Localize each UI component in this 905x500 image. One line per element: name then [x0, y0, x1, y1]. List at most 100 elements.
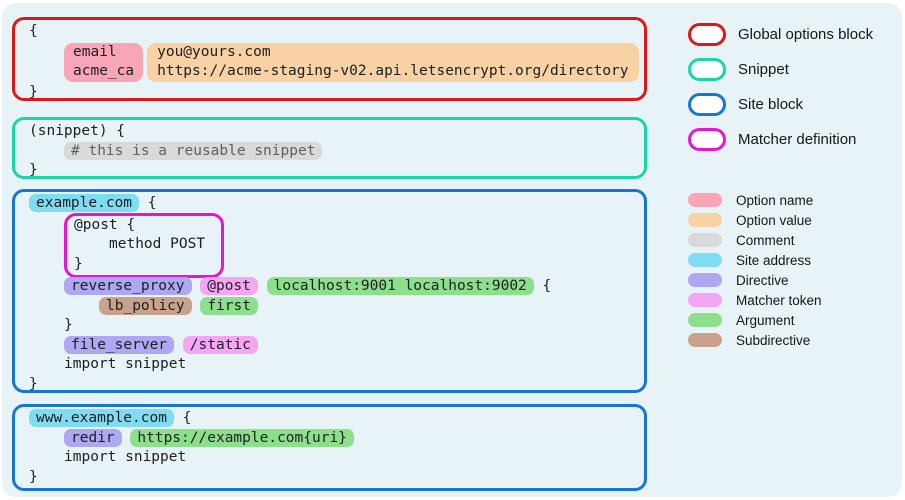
legend-item-comment: Comment [688, 230, 900, 250]
code-line: } [29, 375, 644, 392]
legend-item-subdirective: Subdirective [688, 330, 900, 350]
comment-token: # this is a reusable snippet [64, 141, 323, 160]
code-text: } [64, 317, 73, 333]
option-name: email [73, 43, 117, 60]
arg-token: localhost:9001 localhost:9002 [266, 277, 534, 295]
legend-label: Global options block [738, 26, 874, 43]
matcher-definition-swatch-icon [688, 128, 726, 151]
matchertok-token: /static [182, 335, 258, 354]
code-text: } [74, 255, 83, 272]
site-block-example: example.com {@post {method POST}reverse_… [12, 189, 647, 393]
directive-token: reverse_proxy [64, 277, 192, 295]
legend-label: Option name [736, 192, 814, 208]
code-line: } [29, 161, 644, 178]
code-line: example.com { [29, 194, 644, 214]
global-options-block: {email acme_ca you@yours.com https://acme-s… [12, 17, 647, 101]
comment-swatch-icon [688, 233, 722, 247]
code-text: } [29, 83, 38, 100]
legend-item-site-block: Site block [688, 87, 900, 122]
legend-label: Directive [736, 272, 789, 288]
code-text [192, 278, 201, 294]
code-line: } [74, 255, 205, 275]
code-text [174, 337, 183, 353]
legend-label: Argument [736, 312, 795, 328]
code-text: import snippet [64, 356, 187, 372]
legend-label: Site address [736, 252, 812, 268]
code-line: } [29, 468, 644, 488]
option-name-swatch-icon [688, 193, 722, 207]
legend-label: Site block [738, 96, 804, 113]
code-line: } [29, 83, 644, 100]
legend-item-snippet: Snippet [688, 52, 900, 87]
arg-token: first [200, 296, 258, 315]
directive-token: file_server [64, 335, 175, 354]
subdir-token: lb_policy [99, 296, 192, 315]
legend-item-global-options-block: Global options block [688, 17, 900, 52]
matcher-line: @post { method POST} [29, 212, 644, 278]
code-text: import snippet [64, 449, 187, 465]
legend-item-argument: Argument [688, 310, 900, 330]
code-line: (snippet) { [29, 122, 644, 142]
code-line: redir https://example.com{uri} [64, 428, 644, 449]
legend-item-site-address: Site address [688, 250, 900, 270]
code-text: { [533, 278, 552, 294]
code-line: import snippet [64, 355, 644, 375]
option-value-pill: you@yours.com https://acme-staging-v02.ap… [147, 42, 639, 82]
matcher-definition-box: @post { method POST} [64, 212, 225, 278]
option-value: https://acme-staging-v02.api.letsencrypt… [157, 63, 629, 79]
legend-label: Matcher definition [738, 131, 857, 148]
legend-label: Snippet [738, 61, 789, 78]
code-line: import snippet [64, 448, 644, 468]
site-block-swatch-icon [688, 93, 726, 116]
code-line: # this is a reusable snippet [64, 141, 644, 162]
subdirective-swatch-icon [688, 333, 722, 347]
code-text: } [29, 468, 38, 485]
site-token: www.example.com [29, 409, 174, 427]
code-text: { [173, 410, 192, 426]
option-value: you@yours.com [157, 43, 271, 60]
legend-item-option-value: Option value [688, 210, 900, 230]
code-text: } [29, 375, 38, 392]
code-text [192, 298, 201, 314]
code-line: reverse_proxy @post localhost:9001 local… [64, 277, 644, 297]
option-name-pill: email acme_ca [64, 42, 144, 82]
code-line: lb_policy first [99, 296, 644, 317]
legend-label: Subdirective [736, 332, 811, 348]
matcher-token-swatch-icon [688, 293, 722, 307]
option-value-swatch-icon [688, 213, 722, 227]
legend-label: Matcher token [736, 292, 822, 308]
snippet-swatch-icon [688, 58, 726, 81]
code-text: { [139, 195, 157, 211]
snippet-block: (snippet) {# this is a reusable snippet} [12, 117, 647, 179]
legend-item-matcher-definition: Matcher definition [688, 122, 900, 157]
code-line: @post { [74, 216, 205, 236]
code-text [258, 278, 267, 294]
option-pair: email acme_ca you@yours.com https://acme-st… [64, 42, 644, 82]
directive-token: redir [64, 428, 122, 447]
legend-item-option-name: Option name [688, 190, 900, 210]
code-line: } [64, 316, 644, 336]
option-name: acme_ca [73, 63, 135, 79]
directive-swatch-icon [688, 273, 722, 287]
legend-item-directive: Directive [688, 270, 900, 290]
site-token: example.com [29, 194, 140, 212]
site-address-swatch-icon [688, 253, 722, 267]
arg-token: https://example.com{uri} [130, 428, 354, 447]
code-text: method POST [109, 236, 206, 252]
code-line: www.example.com { [29, 409, 644, 429]
code-text: } [29, 162, 38, 178]
code-text: @post { [74, 216, 136, 233]
code-line: method POST [109, 235, 205, 255]
legend-label: Option value [736, 212, 812, 228]
code-line: { [29, 22, 644, 42]
legend-label: Comment [736, 232, 795, 248]
code-line: file_server /static [64, 335, 644, 356]
argument-swatch-icon [688, 313, 722, 327]
global-options-block-swatch-icon [688, 23, 726, 46]
matchertok-token: @post [200, 277, 258, 295]
